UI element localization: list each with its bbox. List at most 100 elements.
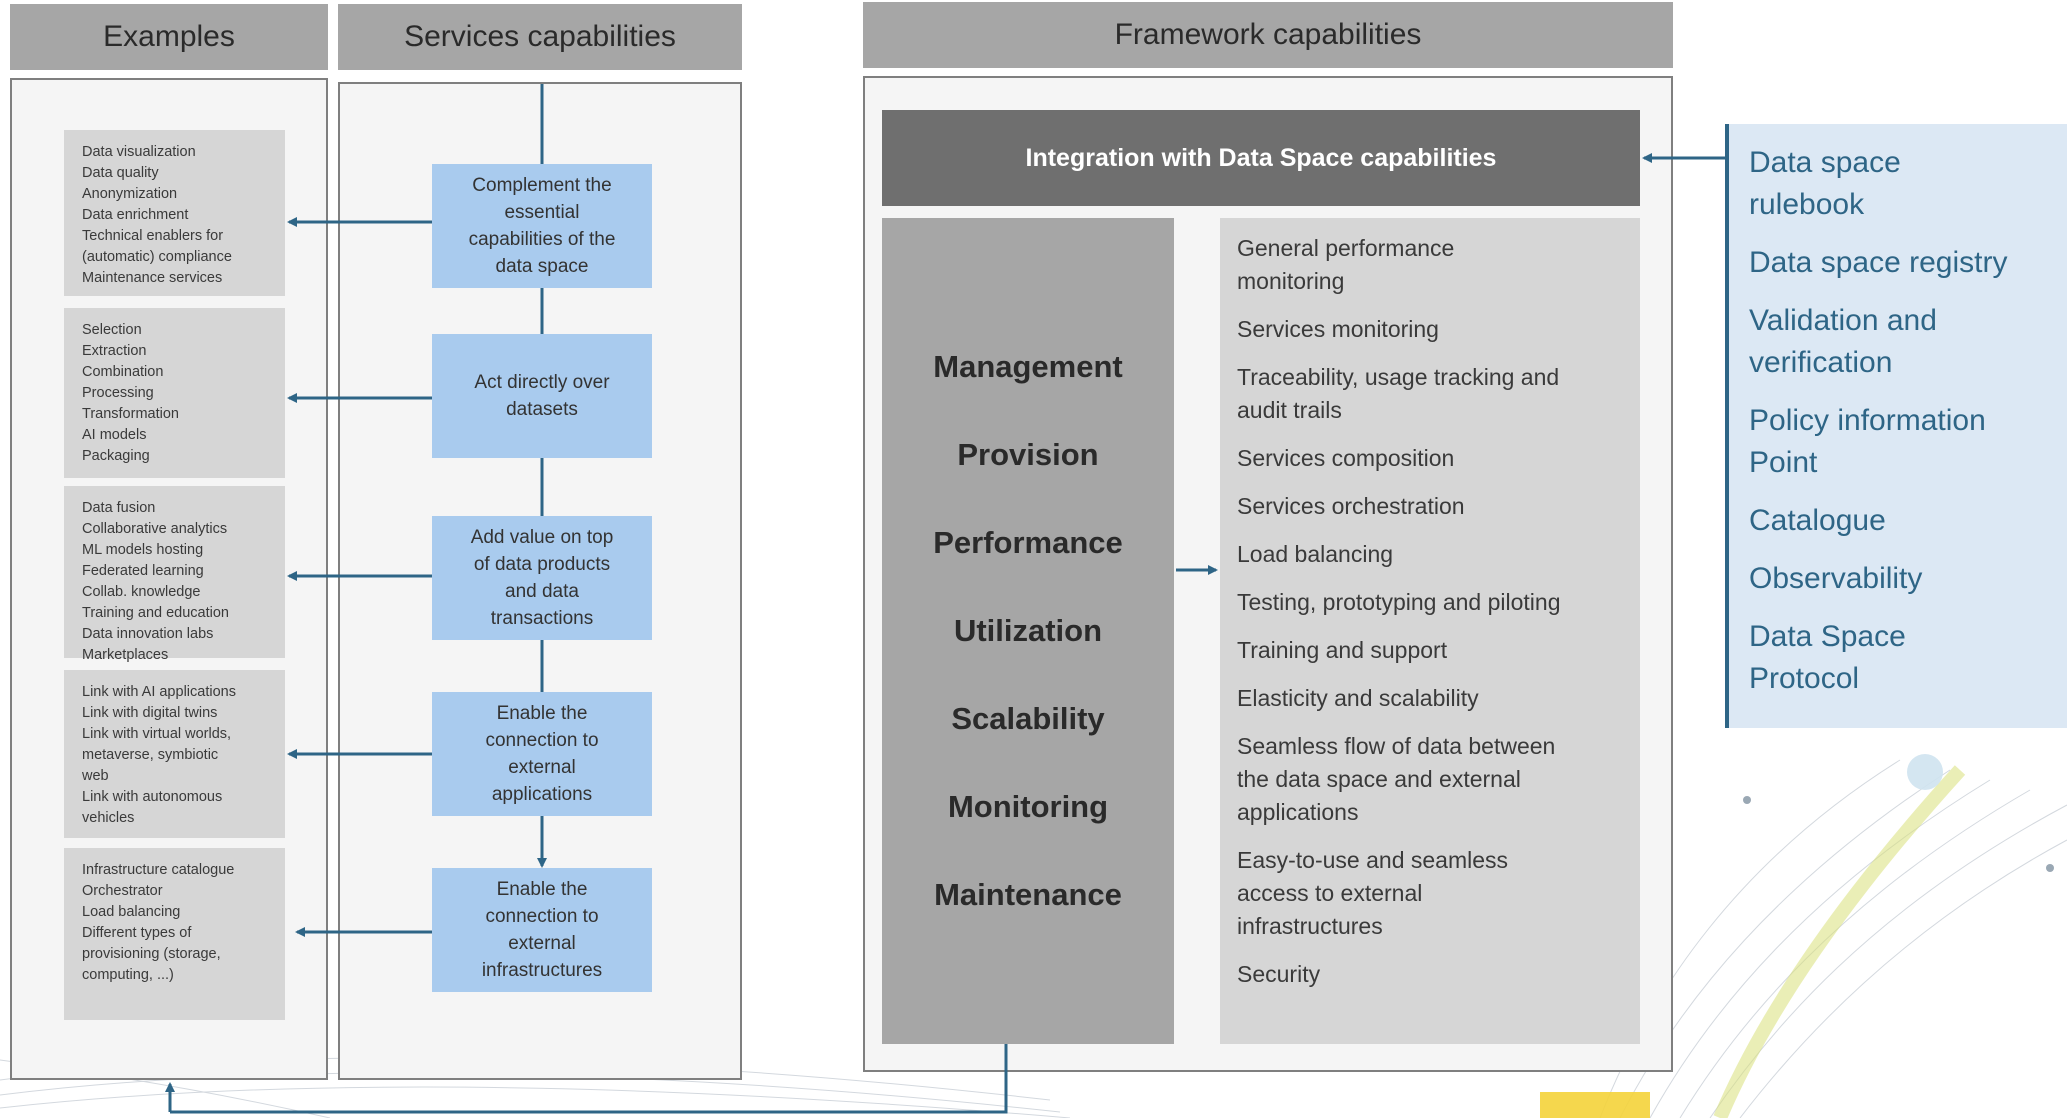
service-box-complement: Complement the essential capabilities of…: [432, 164, 652, 288]
capability-elasticity-scalability: Elasticity and scalability: [1237, 685, 1479, 711]
example-line: web: [82, 768, 109, 784]
service-line: Add value on top: [470, 527, 614, 548]
aspect-utilization: Utilization: [953, 613, 1103, 648]
example-box-4: Link with AI applications Link with digi…: [64, 670, 285, 838]
capability-services-orchestration: Services orchestration: [1237, 493, 1465, 519]
capability-testing-prototyping: Testing, prototyping and piloting: [1237, 589, 1561, 615]
example-line: Packaging: [82, 448, 150, 464]
example-line: Selection: [82, 322, 142, 338]
example-line: Orchestrator: [82, 883, 163, 899]
ds-item-observability: Observability: [1749, 562, 1923, 595]
example-line: Extraction: [82, 343, 147, 359]
example-line: Link with virtual worlds,: [82, 726, 232, 742]
example-line: Link with autonomous: [82, 789, 223, 805]
framework-header-label: Framework capabilities: [1114, 18, 1422, 51]
example-line: AI models: [82, 427, 147, 443]
example-box-3: Data fusion Collaborative analytics ML m…: [64, 486, 285, 663]
example-line: computing, ...): [82, 967, 174, 983]
capability-training-support: Training and support: [1237, 637, 1448, 663]
services-capabilities-header: Services capabilities: [338, 4, 742, 70]
service-line: Enable the: [496, 879, 588, 900]
aspect-management: Management: [933, 349, 1123, 384]
example-box-2: Selection Extraction Combination Process…: [64, 308, 285, 478]
aspect-monitoring: Monitoring: [947, 789, 1109, 824]
example-line: Load balancing: [82, 904, 181, 920]
example-line: Data enrichment: [82, 207, 189, 223]
integration-title: Integration with Data Space capabilities: [1025, 143, 1497, 172]
example-line: Link with AI applications: [82, 684, 236, 700]
example-line: Technical enablers for: [82, 228, 224, 244]
service-box-external-infrastructures: Enable the connection to external infras…: [432, 868, 652, 992]
example-line: Transformation: [82, 406, 179, 422]
service-line: connection to: [485, 906, 599, 927]
example-line: ML models hosting: [82, 542, 204, 558]
service-line: infrastructures: [481, 960, 603, 981]
aspect-maintenance: Maintenance: [934, 877, 1122, 912]
framework-capabilities-header: Framework capabilities: [863, 2, 1673, 68]
service-line: capabilities of the: [468, 229, 616, 250]
service-line: Enable the: [496, 703, 588, 724]
service-line: of data products: [473, 554, 611, 575]
example-line: Collaborative analytics: [82, 521, 228, 537]
example-box-5: Infrastructure catalogue Orchestrator Lo…: [64, 848, 285, 1020]
example-line: Data quality: [82, 165, 159, 181]
capability-services-composition: Services composition: [1237, 445, 1455, 471]
service-box-external-applications: Enable the connection to external applic…: [432, 692, 652, 816]
service-line: essential: [504, 202, 580, 223]
capability-load-balancing: Load balancing: [1237, 541, 1394, 567]
aspect-performance: Performance: [933, 525, 1123, 560]
example-line: (automatic) compliance: [82, 249, 232, 265]
example-line: provisioning (storage,: [82, 946, 221, 962]
example-line: Anonymization: [82, 186, 178, 202]
service-box-act-over-datasets: Act directly over datasets: [432, 334, 652, 458]
aspect-provision: Provision: [957, 437, 1099, 472]
capability-security: Security: [1237, 961, 1321, 987]
example-line: Data fusion: [82, 500, 156, 516]
services-header-label: Services capabilities: [404, 20, 676, 53]
example-line: metaverse, symbiotic: [82, 747, 219, 763]
example-line: Data innovation labs: [82, 626, 214, 642]
service-line: applications: [491, 784, 593, 805]
example-box-1: Data visualization Data quality Anonymiz…: [64, 130, 285, 296]
ds-item-registry: Data space registry: [1749, 246, 2008, 279]
example-line: Combination: [82, 364, 164, 380]
example-line: Infrastructure catalogue: [82, 862, 235, 878]
examples-header: Examples: [10, 4, 328, 70]
service-line: transactions: [490, 608, 594, 629]
example-line: Data visualization: [82, 144, 196, 160]
example-line: Different types of: [82, 925, 192, 941]
ds-item-catalogue: Catalogue: [1749, 504, 1886, 537]
service-line: external: [508, 757, 576, 778]
aspect-scalability: Scalability: [951, 701, 1105, 736]
example-line: Processing: [82, 385, 154, 401]
service-line: Act directly over: [474, 372, 610, 393]
example-line: Maintenance services: [82, 270, 223, 286]
service-box-add-value: Add value on top of data products and da…: [432, 516, 652, 640]
integration-header: Integration with Data Space capabilities: [882, 110, 1640, 206]
service-line: and data: [505, 581, 579, 602]
aspects-column: Management Provision Performance Utiliza…: [882, 218, 1174, 1044]
example-line: Training and education: [82, 605, 229, 621]
capability-services-monitoring: Services monitoring: [1237, 316, 1439, 342]
service-line: data space: [495, 256, 589, 277]
example-line: Marketplaces: [82, 647, 169, 663]
example-line: vehicles: [82, 810, 135, 826]
example-line: Link with digital twins: [82, 705, 218, 721]
service-line: datasets: [506, 399, 578, 420]
service-line: Complement the: [472, 175, 612, 196]
examples-header-label: Examples: [103, 20, 235, 53]
example-line: Federated learning: [82, 563, 204, 579]
example-line: Collab. knowledge: [82, 584, 201, 600]
service-line: connection to: [485, 730, 599, 751]
